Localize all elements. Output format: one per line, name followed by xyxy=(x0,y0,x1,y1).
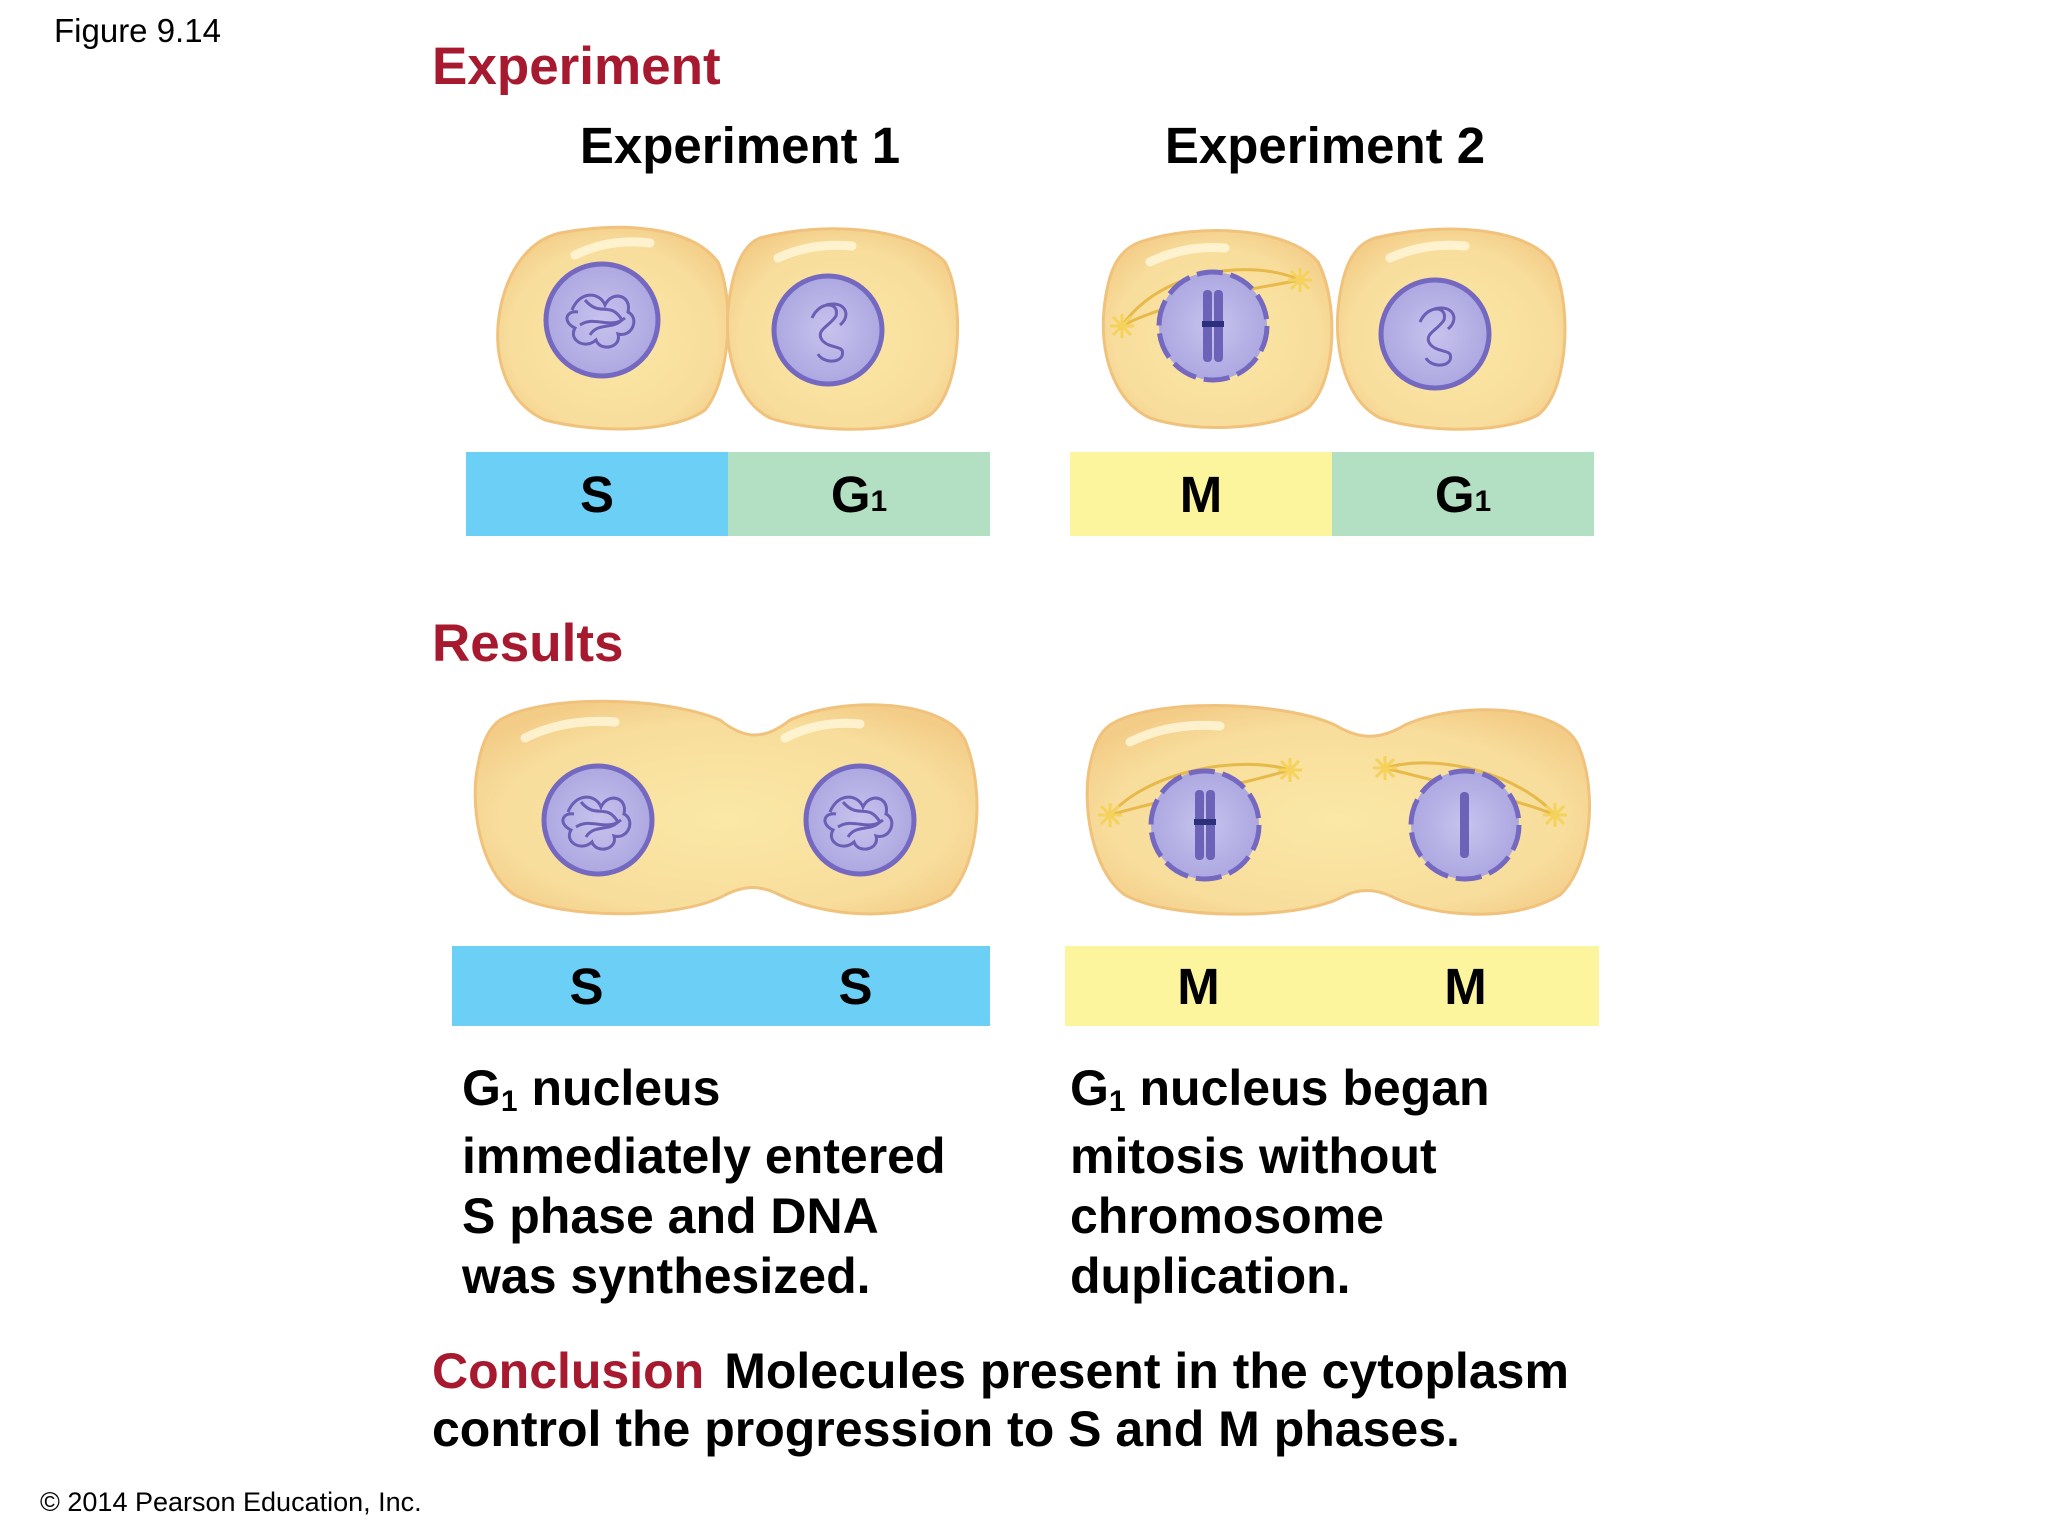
exp2-phase-g1-sub: 1 xyxy=(1474,485,1492,518)
result1-phase-bar: S S xyxy=(452,946,990,1026)
exp2-m-cell xyxy=(1101,229,1334,429)
exp1-s-chromatin xyxy=(565,293,636,349)
conclusion-label: Conclusion xyxy=(432,1343,705,1399)
result1-phase-s-left-label: S xyxy=(569,957,604,1015)
result2-phase-bar: M M xyxy=(1065,946,1599,1026)
exp2-g1-chromosomes xyxy=(1418,306,1456,367)
result1-phase-s-right: S xyxy=(721,946,990,1026)
exp2-m-chromosome xyxy=(1202,290,1224,362)
result1-nucleus-right xyxy=(803,763,917,877)
exp2-g1-nucleus xyxy=(1378,277,1492,391)
copyright: © 2014 Pearson Education, Inc. xyxy=(40,1487,422,1517)
exp1-g1-cell xyxy=(726,227,960,431)
conclusion-text: Molecules present in the cytoplasm contr… xyxy=(432,1343,1569,1457)
result1-phase-s-right-label: S xyxy=(838,957,873,1015)
exp2-centrosome-right xyxy=(1288,268,1312,292)
exp1-g1-chromosomes xyxy=(810,302,848,363)
result1-phase-s-left: S xyxy=(452,946,721,1026)
figure-label: Figure 9.14 xyxy=(54,12,221,49)
results-heading: Results xyxy=(432,614,624,673)
result1-description: G1 nucleus immediately entered S phase a… xyxy=(462,1060,946,1304)
exp2-phase-m: M xyxy=(1070,452,1332,536)
exp2-phase-g1-label: G xyxy=(1434,465,1475,523)
exp1-phase-g1-sub: 1 xyxy=(870,485,888,518)
result2-phase-m-left: M xyxy=(1065,946,1332,1026)
exp1-g1-nucleus xyxy=(771,273,885,387)
result2-description: G1 nucleus began mitosis without chromos… xyxy=(1070,1060,1490,1304)
exp1-s-nucleus xyxy=(543,261,661,379)
result2-fused-cell xyxy=(1085,704,1592,916)
exp2-centrosome-left xyxy=(1110,314,1134,338)
exp1-phase-s: S xyxy=(466,452,728,536)
result2-phase-m-right-label: M xyxy=(1444,957,1487,1015)
result1-fused-cell xyxy=(473,699,979,916)
result2-phase-m-left-label: M xyxy=(1177,957,1220,1015)
exp1-phase-s-label: S xyxy=(579,465,615,523)
experiment-2-title: Experiment 2 xyxy=(1164,117,1486,174)
result1-nucleus-left xyxy=(541,763,655,877)
exp2-phase-m-label: M xyxy=(1179,465,1223,523)
exp1-phase-g1-label: G xyxy=(830,465,871,523)
exp2-g1-cell xyxy=(1336,227,1567,431)
experiment-heading: Experiment xyxy=(432,37,721,96)
experiment-1-title: Experiment 1 xyxy=(579,117,901,174)
exp1-s-cell xyxy=(496,225,730,431)
result2-phase-m-right: M xyxy=(1332,946,1599,1026)
